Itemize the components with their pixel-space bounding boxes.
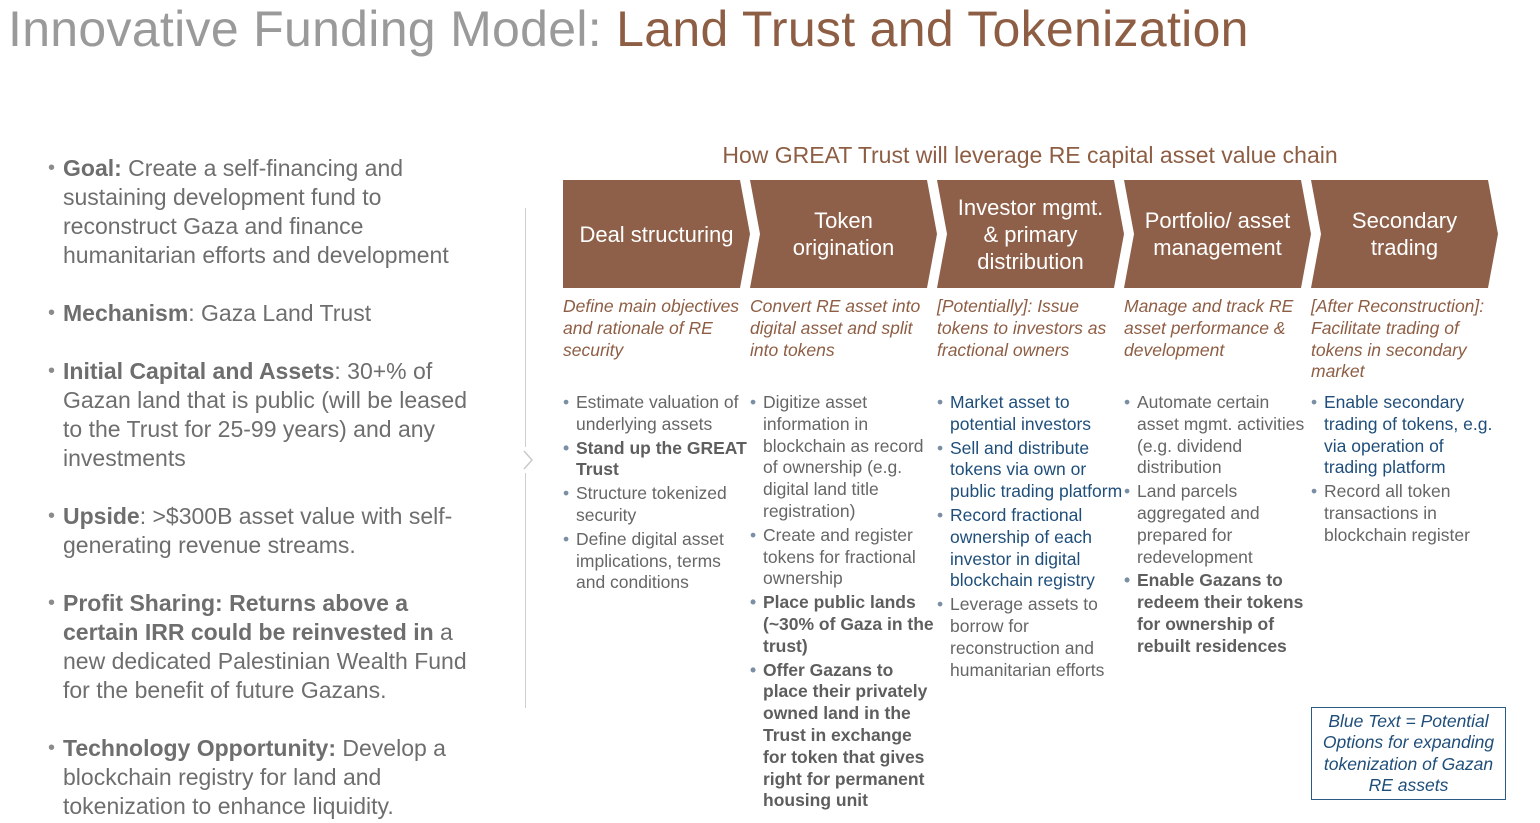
stage-chevron-secondary-trading: Secondary trading xyxy=(1311,180,1498,288)
stage-description: Convert RE asset into digital asset and … xyxy=(750,296,921,360)
stage-bullet-list: Automate certain asset mgmt. activities … xyxy=(1124,392,1310,660)
key-point-text: Create a self-financing and sustaining d… xyxy=(63,155,449,268)
stage-chevron-token-origination: Token origination xyxy=(750,180,937,288)
list-item: Enable secondary trading of tokens, e.g.… xyxy=(1311,392,1497,479)
key-point-text: : 30+% of Gazan land that is public (wil… xyxy=(63,358,468,471)
stage-description: Manage and track RE asset performance & … xyxy=(1124,296,1294,360)
key-points-list: Goal: Create a self-financing and sustai… xyxy=(48,154,488,821)
key-point-text: : >$300B asset value with self-generatin… xyxy=(63,503,453,558)
stage-chevron-portfolio-management: Portfolio/ asset management xyxy=(1124,180,1311,288)
list-item: Place public lands (~30% of Gaza in the … xyxy=(750,592,936,657)
key-point-initial-capital: Initial Capital and Assets: 30+% of Gaza… xyxy=(48,357,488,473)
list-item: Stand up the GREAT Trust xyxy=(563,438,749,482)
legend-box: Blue Text = Potential Options for expand… xyxy=(1311,707,1506,800)
list-item: Create and register tokens for fractiona… xyxy=(750,525,936,590)
list-item: Structure tokenized security xyxy=(563,483,749,527)
list-item: Leverage assets to borrow for reconstruc… xyxy=(937,594,1123,681)
list-item: Automate certain asset mgmt. activities … xyxy=(1124,392,1310,479)
stage-name: Secondary trading xyxy=(1351,208,1458,260)
key-point-label: Mechanism xyxy=(63,300,189,326)
key-point-upside: Upside: >$300B asset value with self-gen… xyxy=(48,502,488,560)
key-point-label: Profit Sharing: Returns above a certain … xyxy=(63,590,434,645)
page-title: Innovative Funding Model: Land Trust and… xyxy=(8,0,1249,58)
list-item: Offer Gazans to place their privately ow… xyxy=(750,660,936,813)
key-point-mechanism: Mechanism: Gaza Land Trust xyxy=(48,299,488,328)
key-point-text: Develop a blockchain registry for land a… xyxy=(63,735,446,819)
stage-description: [Potentially]: Issue tokens to investors… xyxy=(937,296,1107,360)
key-point-label: Technology Opportunity: xyxy=(63,735,336,761)
key-point-text: : Gaza Land Trust xyxy=(188,300,372,326)
value-chain-title: How GREAT Trust will leverage RE capital… xyxy=(722,142,1338,168)
stage-bullet-list: Market asset to potential investors Sell… xyxy=(937,392,1123,683)
list-item: Sell and distribute tokens via own or pu… xyxy=(937,438,1123,503)
key-point-label: Upside xyxy=(63,503,140,529)
list-item: Record all token transactions in blockch… xyxy=(1311,481,1497,546)
list-item: Digitize asset information in blockchain… xyxy=(750,392,936,523)
chevron-right-icon xyxy=(520,447,536,473)
list-item: Land parcels aggregated and prepared for… xyxy=(1124,481,1310,568)
stage-bullet-list: Digitize asset information in blockchain… xyxy=(750,392,936,814)
key-point-technology: Technology Opportunity: Develop a blockc… xyxy=(48,734,488,821)
stage-name: Investor mgmt. & primary distribution xyxy=(957,194,1104,274)
stage-name: Token origination xyxy=(792,208,895,260)
stage-bullet-list: Estimate valuation of underlying assets … xyxy=(563,392,749,596)
key-point-label: Initial Capital and Assets xyxy=(63,358,335,384)
list-item: Market asset to potential investors xyxy=(937,392,1123,436)
stage-chevron-investor-mgmt: Investor mgmt. & primary distribution xyxy=(937,180,1124,288)
stage-chevron-deal-structuring: Deal structuring xyxy=(563,180,750,288)
stage-name: Deal structuring xyxy=(579,221,734,247)
legend-text: Blue Text = Potential Options for expand… xyxy=(1322,710,1495,796)
stage-bullet-list: Enable secondary trading of tokens, e.g.… xyxy=(1311,392,1497,549)
stage-name: Portfolio/ asset management xyxy=(1144,208,1291,260)
title-prefix: Innovative Funding Model: xyxy=(8,1,617,57)
key-point-text: a new dedicated Palestinian Wealth Fund … xyxy=(63,619,467,703)
key-point-goal: Goal: Create a self-financing and sustai… xyxy=(48,154,488,270)
list-item: Define digital asset implications, terms… xyxy=(563,529,749,594)
list-item: Estimate valuation of underlying assets xyxy=(563,392,749,436)
list-item: Enable Gazans to redeem their tokens for… xyxy=(1124,570,1310,657)
title-highlight: Land Trust and Tokenization xyxy=(616,1,1249,57)
key-point-label: Goal: xyxy=(63,155,122,181)
key-point-profit-sharing: Profit Sharing: Returns above a certain … xyxy=(48,589,488,705)
stage-description: Define main objectives and rationale of … xyxy=(563,296,740,360)
stage-description: [After Reconstruction]: Facilitate tradi… xyxy=(1311,296,1485,382)
list-item: Record fractional ownership of each inve… xyxy=(937,505,1123,592)
